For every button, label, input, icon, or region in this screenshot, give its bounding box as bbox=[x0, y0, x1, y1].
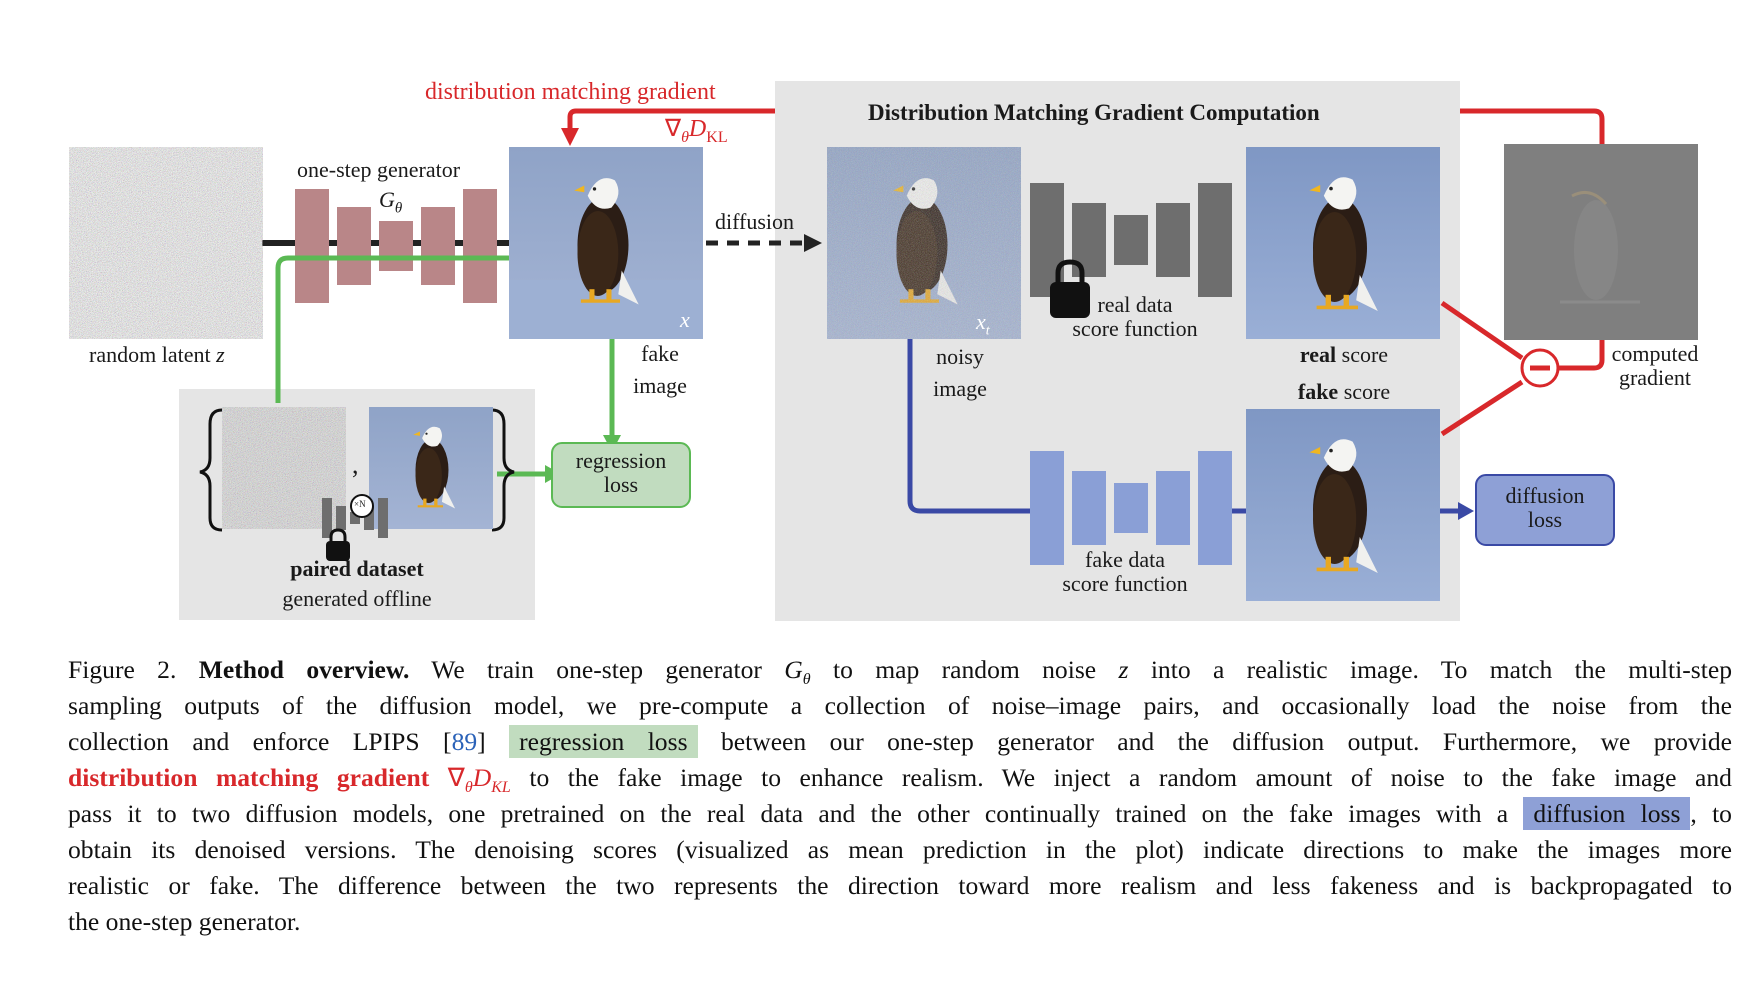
caption-line-5: pass it to two diffusion models, one pre… bbox=[68, 797, 1732, 830]
paired-dataset-label: paired dataset bbox=[290, 556, 424, 581]
diffusion-loss-highlight: diffusion loss bbox=[1523, 797, 1691, 830]
generated-offline-label: generated offline bbox=[282, 586, 432, 611]
regression-loss-box bbox=[551, 442, 691, 508]
caption-line-6: obtain its denoised versions. The denois… bbox=[68, 835, 1732, 864]
x-variable: x bbox=[680, 307, 690, 332]
caption-line-4: distribution matching gradient ∇θDKL to … bbox=[68, 763, 1732, 797]
fake-score-label: fake score bbox=[1297, 379, 1391, 404]
diffusion-label: diffusion bbox=[715, 209, 795, 234]
times-n-label: ×N bbox=[354, 499, 366, 509]
panel-title: Distribution Matching Gradient Computati… bbox=[868, 100, 1320, 125]
frozen-teacher-icon bbox=[322, 494, 388, 561]
fake-score-image bbox=[1246, 409, 1440, 601]
generator-symbol: Gθ bbox=[379, 187, 403, 217]
pair-comma: , bbox=[352, 450, 359, 479]
real-score-image bbox=[1246, 147, 1440, 339]
lock-icon bbox=[1050, 259, 1090, 318]
nabla-dkl-label: ∇θDKL bbox=[665, 116, 728, 146]
paired-eagle-image bbox=[369, 407, 493, 529]
real-score-label: real score bbox=[1299, 342, 1389, 367]
regression-loss-highlight: regression loss bbox=[509, 725, 698, 758]
caption-line-8: the one-step generator. bbox=[68, 907, 301, 936]
computed-gradient-image bbox=[1504, 144, 1698, 340]
fake-image bbox=[509, 147, 703, 339]
caption-line-1: Figure 2. Method overview. We train one-… bbox=[68, 655, 1733, 689]
method-overview-figure: distribution matching gradient ∇θDKL Dis… bbox=[69, 79, 1699, 621]
generator-label: one-step generator bbox=[297, 157, 461, 182]
xt-variable: xt bbox=[976, 309, 990, 339]
figure-caption: Figure 2. Method overview. We train one-… bbox=[68, 652, 1732, 940]
caption-line-2: sampling outputs of the diffusion model,… bbox=[68, 691, 1732, 720]
dist-grad-label: distribution matching gradient bbox=[425, 79, 716, 105]
caption-line-7: realistic or fake. The difference betwee… bbox=[68, 871, 1732, 900]
random-latent-image bbox=[69, 147, 263, 339]
diffusion-loss-box bbox=[1475, 474, 1615, 546]
real-data-score-function bbox=[1030, 183, 1232, 297]
caption-line-3: collection and enforce LPIPS [89] regres… bbox=[68, 725, 1732, 758]
random-latent-label: random latent z bbox=[89, 342, 225, 367]
noisy-image bbox=[827, 147, 1021, 339]
caption-nabla: ∇θDKL bbox=[447, 763, 511, 797]
figure-diagram bbox=[69, 81, 1698, 621]
fake-data-score-function bbox=[1030, 451, 1232, 565]
one-step-generator bbox=[295, 189, 497, 303]
